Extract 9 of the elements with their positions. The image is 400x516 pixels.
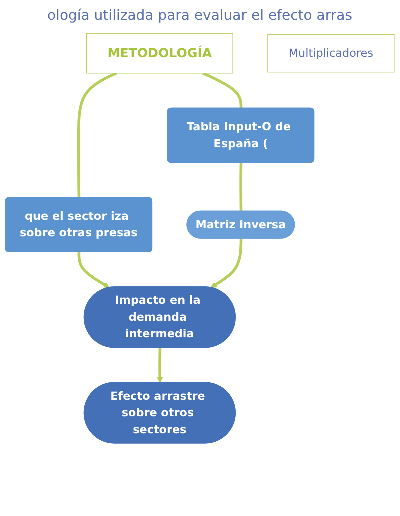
connector (202, 72, 243, 109)
connector (240, 163, 243, 212)
node-box: Multiplicadores (268, 34, 395, 73)
connector (78, 72, 118, 198)
arrow (210, 238, 243, 288)
node-box: METODOLOGÍA (86, 33, 234, 74)
diagram-title: ología utilizada para evaluar el efecto arras (46, 8, 354, 24)
arrow (78, 252, 110, 288)
arrow (157, 348, 164, 384)
